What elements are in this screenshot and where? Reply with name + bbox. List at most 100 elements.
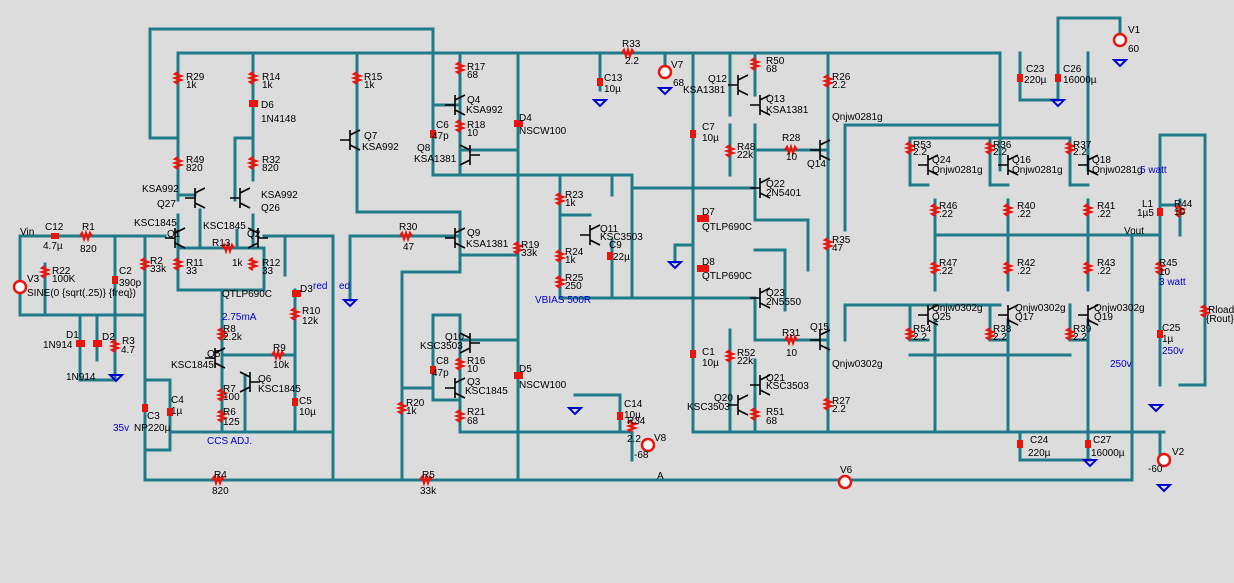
component-label: 10 — [786, 152, 798, 163]
component-label: R53 — [913, 140, 932, 151]
component-label: Q1 — [167, 229, 181, 240]
component-label: R48 — [737, 142, 756, 153]
component-label: 250v — [1162, 346, 1184, 357]
component-label: R29 — [186, 72, 205, 83]
component-label: C27 — [1093, 435, 1112, 446]
component-label: R45 — [1159, 258, 1178, 269]
component-label: 1k — [406, 406, 418, 417]
component-label: R10 — [302, 306, 321, 317]
component-label: C4 — [171, 395, 184, 406]
component-label: D6 — [261, 100, 274, 111]
component-label: R13 — [212, 238, 231, 249]
component-label: 1N914 — [43, 340, 73, 351]
component-label: 33 — [186, 266, 198, 277]
component-label: Qnjw0302g — [1015, 303, 1066, 314]
component-label: V7 — [671, 60, 684, 71]
component-label: NP220µ — [134, 423, 171, 434]
component-label: C6 — [436, 120, 449, 131]
sources — [12, 32, 1172, 490]
component-label: 35v — [113, 423, 129, 434]
component-label: 220µ — [1024, 75, 1047, 86]
component-label: QTLP690C — [222, 289, 272, 300]
component-label: R46 — [939, 201, 958, 212]
component-label: -68 — [634, 450, 649, 461]
component-label: R39 — [1073, 324, 1092, 335]
component-label: R36 — [993, 140, 1012, 151]
component-label: 10µ — [299, 407, 316, 418]
component-label: .22 — [1097, 209, 1111, 220]
component-label: KSA1381 — [766, 105, 809, 116]
component-label: Q24 — [932, 155, 951, 166]
component-label: 68 — [673, 78, 685, 89]
component-label: Q7 — [364, 131, 378, 142]
component-label: 2.2 — [1073, 147, 1087, 158]
component-label: Q23 — [766, 288, 785, 299]
component-label: {Rout} — [1206, 314, 1234, 325]
component-label: QTLP690C — [702, 222, 752, 233]
component-label: L1 — [1142, 199, 1154, 210]
component-label: KSC1845 — [203, 221, 246, 232]
component-label: C25 — [1162, 323, 1181, 334]
component-label: Q6 — [258, 374, 272, 385]
component-label: 10µ — [624, 410, 641, 421]
component-label: D2 — [102, 332, 115, 343]
component-label: 22k — [737, 356, 754, 367]
component-label: R16 — [467, 356, 486, 367]
component-label: R24 — [565, 247, 584, 258]
component-label: 22k — [737, 150, 754, 161]
component-label: 47p — [432, 368, 449, 379]
component-label: 68 — [467, 416, 479, 427]
component-label: R49 — [186, 155, 205, 166]
component-label: 2.75mA — [222, 312, 257, 323]
component-label: 820 — [186, 163, 203, 174]
component-label: R38 — [993, 324, 1012, 335]
component-label: R20 — [406, 398, 425, 409]
component-label: Q9 — [467, 228, 481, 239]
component-label: 10 — [1159, 267, 1171, 278]
component-label: 1N914 — [66, 372, 96, 383]
wires — [18, 16, 1207, 482]
component-label: 2.2 — [993, 147, 1007, 158]
component-label: Q25 — [932, 312, 951, 323]
component-label: D4 — [519, 113, 532, 124]
component-label: 125 — [223, 417, 240, 428]
component-label: KSC1845 — [258, 384, 301, 395]
component-label: Qnjw0302g — [1094, 303, 1145, 314]
component-label: ed — [339, 281, 350, 292]
component-label: 10 — [467, 128, 479, 139]
component-label: R52 — [737, 348, 756, 359]
component-label: Vin — [20, 227, 34, 238]
component-label: QTLP690C — [702, 271, 752, 282]
component-label: R6 — [223, 407, 236, 418]
component-label: R1 — [82, 222, 95, 233]
component-label: Rload — [1208, 305, 1234, 316]
component-label: 1µ — [1162, 334, 1174, 345]
component-label: Q26 — [261, 203, 280, 214]
component-label: R30 — [399, 222, 418, 233]
component-label: V6 — [840, 465, 853, 476]
component-label: 2.2 — [832, 80, 846, 91]
component-label: C8 — [436, 356, 449, 367]
component-label: -60 — [1148, 464, 1163, 475]
component-label: V2 — [1172, 447, 1185, 458]
component-label: Q13 — [766, 94, 785, 105]
component-label: 33k — [420, 486, 437, 497]
component-label: Q20 — [714, 393, 733, 404]
component-label: 5 watt — [1140, 165, 1167, 176]
component-label: KSC1845 — [171, 360, 214, 371]
component-label: Qnjw0281g — [832, 112, 883, 123]
component-label: 3 watt — [1159, 277, 1186, 288]
component-label: R17 — [467, 62, 486, 73]
resistors — [38, 46, 1212, 487]
component-label: Qnjw0302g — [832, 359, 883, 370]
component-label: Q21 — [766, 373, 785, 384]
component-label: R15 — [364, 72, 383, 83]
component-label: D3 — [300, 284, 313, 295]
component-label: R27 — [832, 396, 851, 407]
component-label: 60 — [1128, 44, 1140, 55]
component-label: KSC3503 — [766, 381, 809, 392]
component-label: D7 — [702, 207, 715, 218]
component-label: C3 — [147, 411, 160, 422]
component-label: 10 — [467, 364, 479, 375]
